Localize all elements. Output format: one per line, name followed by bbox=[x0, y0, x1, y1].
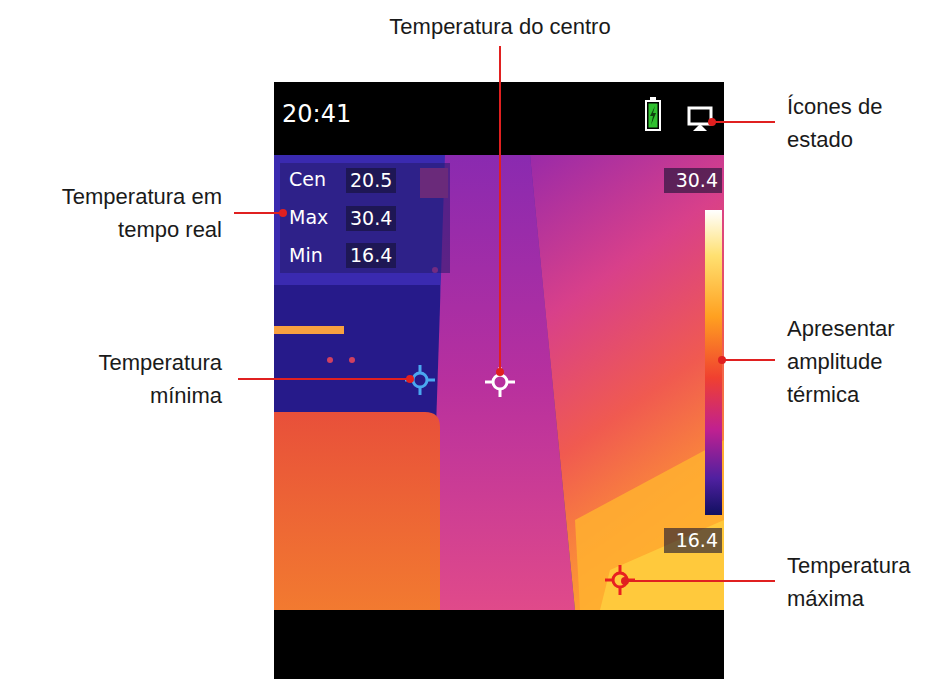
readout-value: 20.5 bbox=[346, 168, 396, 193]
callout-label: Temperatura do centro bbox=[370, 10, 630, 43]
clock-text: 20:41 bbox=[282, 99, 351, 129]
charging-bolt bbox=[650, 106, 656, 125]
min-crosshair bbox=[405, 365, 435, 395]
monitor-icon bbox=[689, 108, 711, 124]
scale-value: 16.4 bbox=[664, 528, 722, 553]
monitor-stand bbox=[693, 124, 707, 131]
leader-lines bbox=[234, 46, 775, 584]
center-crosshair bbox=[485, 367, 515, 397]
readout-panel bbox=[280, 163, 450, 273]
callout-label: Temperatura em tempo real bbox=[22, 180, 222, 246]
hot-zone bbox=[575, 440, 724, 610]
thermal-zone bbox=[274, 155, 449, 285]
cold-zone bbox=[274, 285, 445, 420]
battery-cap bbox=[650, 97, 656, 101]
readout-name: Max bbox=[289, 205, 328, 230]
callout-label: Temperatura mínima bbox=[72, 346, 222, 412]
readout-value: 16.4 bbox=[346, 243, 396, 268]
battery-icon bbox=[646, 101, 660, 130]
warm-object bbox=[274, 412, 440, 610]
warm-dot bbox=[349, 357, 355, 363]
hottest-zone bbox=[600, 520, 724, 610]
warm-bar bbox=[274, 326, 344, 334]
warm-wall bbox=[530, 155, 724, 610]
callout-label: Ícones de estado bbox=[787, 90, 927, 156]
scale-value: 30.4 bbox=[664, 168, 722, 193]
battery-charge bbox=[649, 104, 658, 128]
readout-value: 30.4 bbox=[346, 206, 396, 231]
readout-name: Min bbox=[289, 243, 323, 268]
callout-label: Temperatura máxima bbox=[787, 549, 937, 615]
warm-dot bbox=[327, 357, 333, 363]
readout-name: Cen bbox=[289, 167, 326, 192]
readout-patch bbox=[420, 168, 448, 198]
callout-label: Apresentar amplitude térmica bbox=[787, 312, 937, 411]
